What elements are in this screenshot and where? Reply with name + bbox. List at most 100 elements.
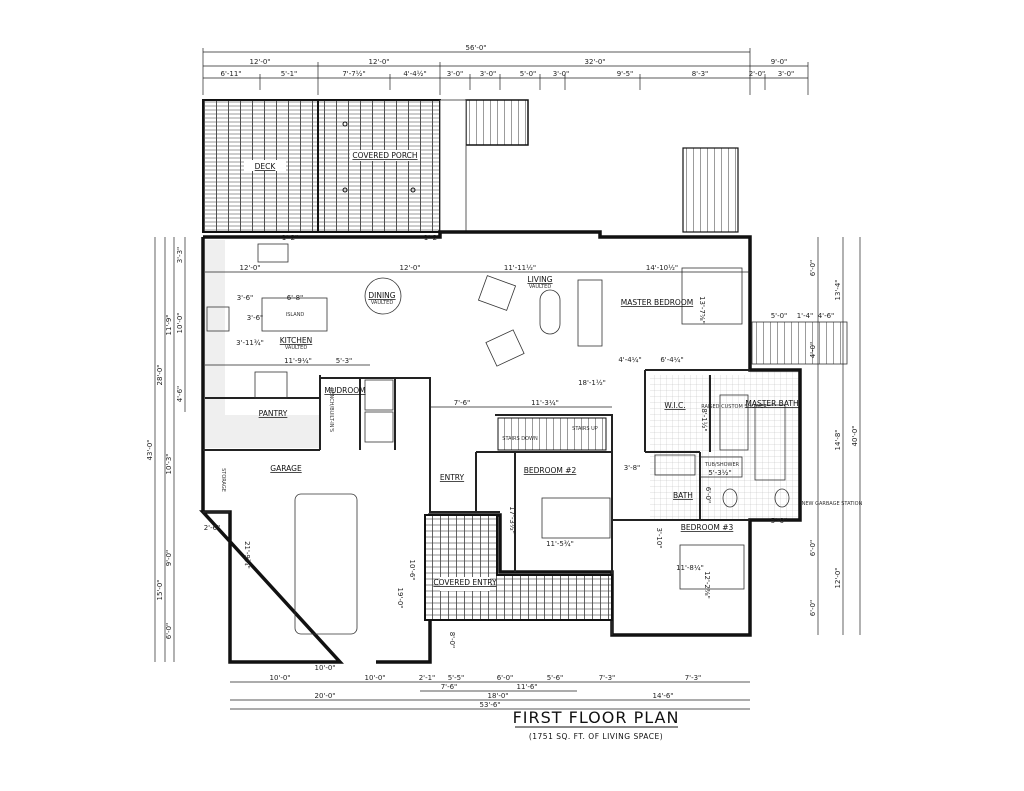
dim-label: 12'-0" <box>834 567 842 588</box>
dim-label: 40'-0" <box>851 425 859 446</box>
dim-label: 3'-10" <box>655 527 663 548</box>
vanity <box>754 404 786 481</box>
dim-label: 32'-0" <box>584 58 605 66</box>
tub <box>699 456 743 478</box>
dim-label: 10'-0" <box>176 312 184 333</box>
dim-label: 3'-0" <box>553 70 570 78</box>
toilet <box>774 488 790 508</box>
dim-label: 3'-6" <box>237 294 254 302</box>
washer <box>364 379 394 411</box>
left-dimensions: 43'-0" 28'-0" 15'-0" 11'-9" 10'-3" 9'-0"… <box>146 237 220 662</box>
dim-label: 11'-9¼" <box>284 357 312 365</box>
dim-label: 7'-7½" <box>342 70 365 78</box>
dim-label: 4'-4½" <box>403 70 426 78</box>
room-label-master-bedroom: MASTER BEDROOM <box>621 298 693 307</box>
dim-label: 12'-0" <box>368 58 389 66</box>
shower <box>719 394 749 451</box>
counter <box>254 371 288 399</box>
dim-overall-width: 56'-0" <box>465 44 486 52</box>
dim-label: 7'-6" <box>454 399 471 407</box>
dim-label: 5'-1" <box>281 70 298 78</box>
toilet <box>722 488 738 508</box>
kitchen-island <box>261 297 328 332</box>
dim-label: 7'-3" <box>685 674 702 682</box>
dim-label: 10'-0" <box>364 674 385 682</box>
dim-label: 20'-0" <box>314 692 335 700</box>
dim-label: 6'-11" <box>220 70 241 78</box>
dim-label: 13'-7⅝" <box>698 296 706 324</box>
shower-label: RAISED CUSTOM SHOWER <box>701 404 767 410</box>
room-label-mudroom: MUDROOM <box>324 386 365 395</box>
right-deck-stairs <box>682 147 739 233</box>
dim-label: 19'-0" <box>396 587 404 608</box>
dim-label: 8'-0" <box>448 632 456 649</box>
rear-stairs <box>751 321 848 365</box>
tub-label: TUB/SHOWER <box>704 462 740 468</box>
dim-label: 6'-0" <box>809 260 817 277</box>
room-sublabel: VAULTED <box>529 284 551 290</box>
dim-label: 3'-0" <box>778 70 795 78</box>
room-label-pantry: PANTRY <box>259 409 288 418</box>
room-label-master-bath: MASTER BATH <box>745 399 798 408</box>
dim-label: 11'-8¼" <box>676 564 704 572</box>
dim-label: 3'-0" <box>447 70 464 78</box>
dim-label: 5'-5" <box>448 674 465 682</box>
dim-label: 6'-0" <box>165 623 173 640</box>
top-dimensions: 56'-0" 12'-0" 12'-0" 32'-0" 9'-0" 6'-11"… <box>202 44 809 95</box>
dim-label: 18'-1½" <box>578 379 606 387</box>
dim-label: 4'-4¼" <box>618 356 641 364</box>
dim-label: 9'-0" <box>771 58 788 66</box>
dim-label: 10'-0" <box>314 664 335 672</box>
coffee-table <box>539 289 561 335</box>
dim-label: 12'-2⅜" <box>703 571 711 599</box>
garbage-station-label: NEW GARBAGE STATION <box>802 501 863 507</box>
dim-label: 2'-1" <box>419 674 436 682</box>
range <box>206 306 230 332</box>
deck-area: DECK COVERED PORCH 1'-2" 1'-2" <box>202 99 739 242</box>
dim-label: 7'-6" <box>441 683 458 691</box>
room-label-wic: W.I.C. <box>664 401 685 410</box>
dim-label: 17'-3½" <box>508 506 516 534</box>
dim-label: 53'-6" <box>479 701 500 709</box>
armchair <box>477 275 517 311</box>
dim-label: 14'-10½" <box>646 264 678 272</box>
dim-label: 14'-8" <box>834 429 842 450</box>
room-label-bath: BATH <box>673 491 693 500</box>
dim-label: 15'-0" <box>156 579 164 600</box>
deck-stairs <box>465 99 529 146</box>
interior-dimensions: 12'-0" 12'-0" 11'-11½" 14'-10½" 3'-6" 6'… <box>205 264 750 648</box>
room-label-garage: GARAGE <box>270 464 302 473</box>
dining-table <box>364 277 402 315</box>
dim-label: 3'-6" <box>247 314 264 322</box>
dim-label: 3'-0" <box>480 70 497 78</box>
dim-label: 10'-0" <box>269 674 290 682</box>
dim-label: 8'-3" <box>692 70 709 78</box>
stairs-up-label: STAIRS UP <box>572 426 598 432</box>
dim-label: 10'-3" <box>165 453 173 474</box>
dim-label: 6'-0" <box>704 487 712 504</box>
dim-label: 11'-5¾" <box>546 540 574 548</box>
room-label-covered-porch: COVERED PORCH <box>352 151 417 160</box>
room-label-deck: DECK <box>255 162 277 171</box>
dim-label: 9'-5" <box>617 70 634 78</box>
dim-label: 28'-0" <box>156 364 164 385</box>
covered-entry: COVERED ENTRY <box>424 514 613 621</box>
dim-label: 11'-9" <box>165 314 173 335</box>
armchair <box>485 329 525 367</box>
plan-subtitle: (1751 SQ. FT. OF LIVING SPACE) <box>529 732 663 741</box>
dim-label: 11'-6" <box>516 683 537 691</box>
dim-label: 3'-11¾" <box>236 339 264 347</box>
furniture <box>206 243 848 635</box>
stairs-down-label: STAIRS DOWN <box>502 436 538 442</box>
right-dimensions: 40'-0" 13'-4" 14'-8" 12'-0" 6'-0" 4'-0" … <box>771 237 861 635</box>
dim-label: 5'-0" <box>771 312 788 320</box>
dim-label: 1'-4" <box>797 312 814 320</box>
dryer <box>364 411 394 443</box>
room-label-kitchen: KITCHEN <box>280 336 313 345</box>
dim-label: 14'-6" <box>652 692 673 700</box>
dim-label: 2'-0" <box>749 70 766 78</box>
dim-label: 6'-4¼" <box>660 356 683 364</box>
room-label-entry: ENTRY <box>440 473 465 482</box>
dim-label: 11'-11½" <box>504 264 536 272</box>
